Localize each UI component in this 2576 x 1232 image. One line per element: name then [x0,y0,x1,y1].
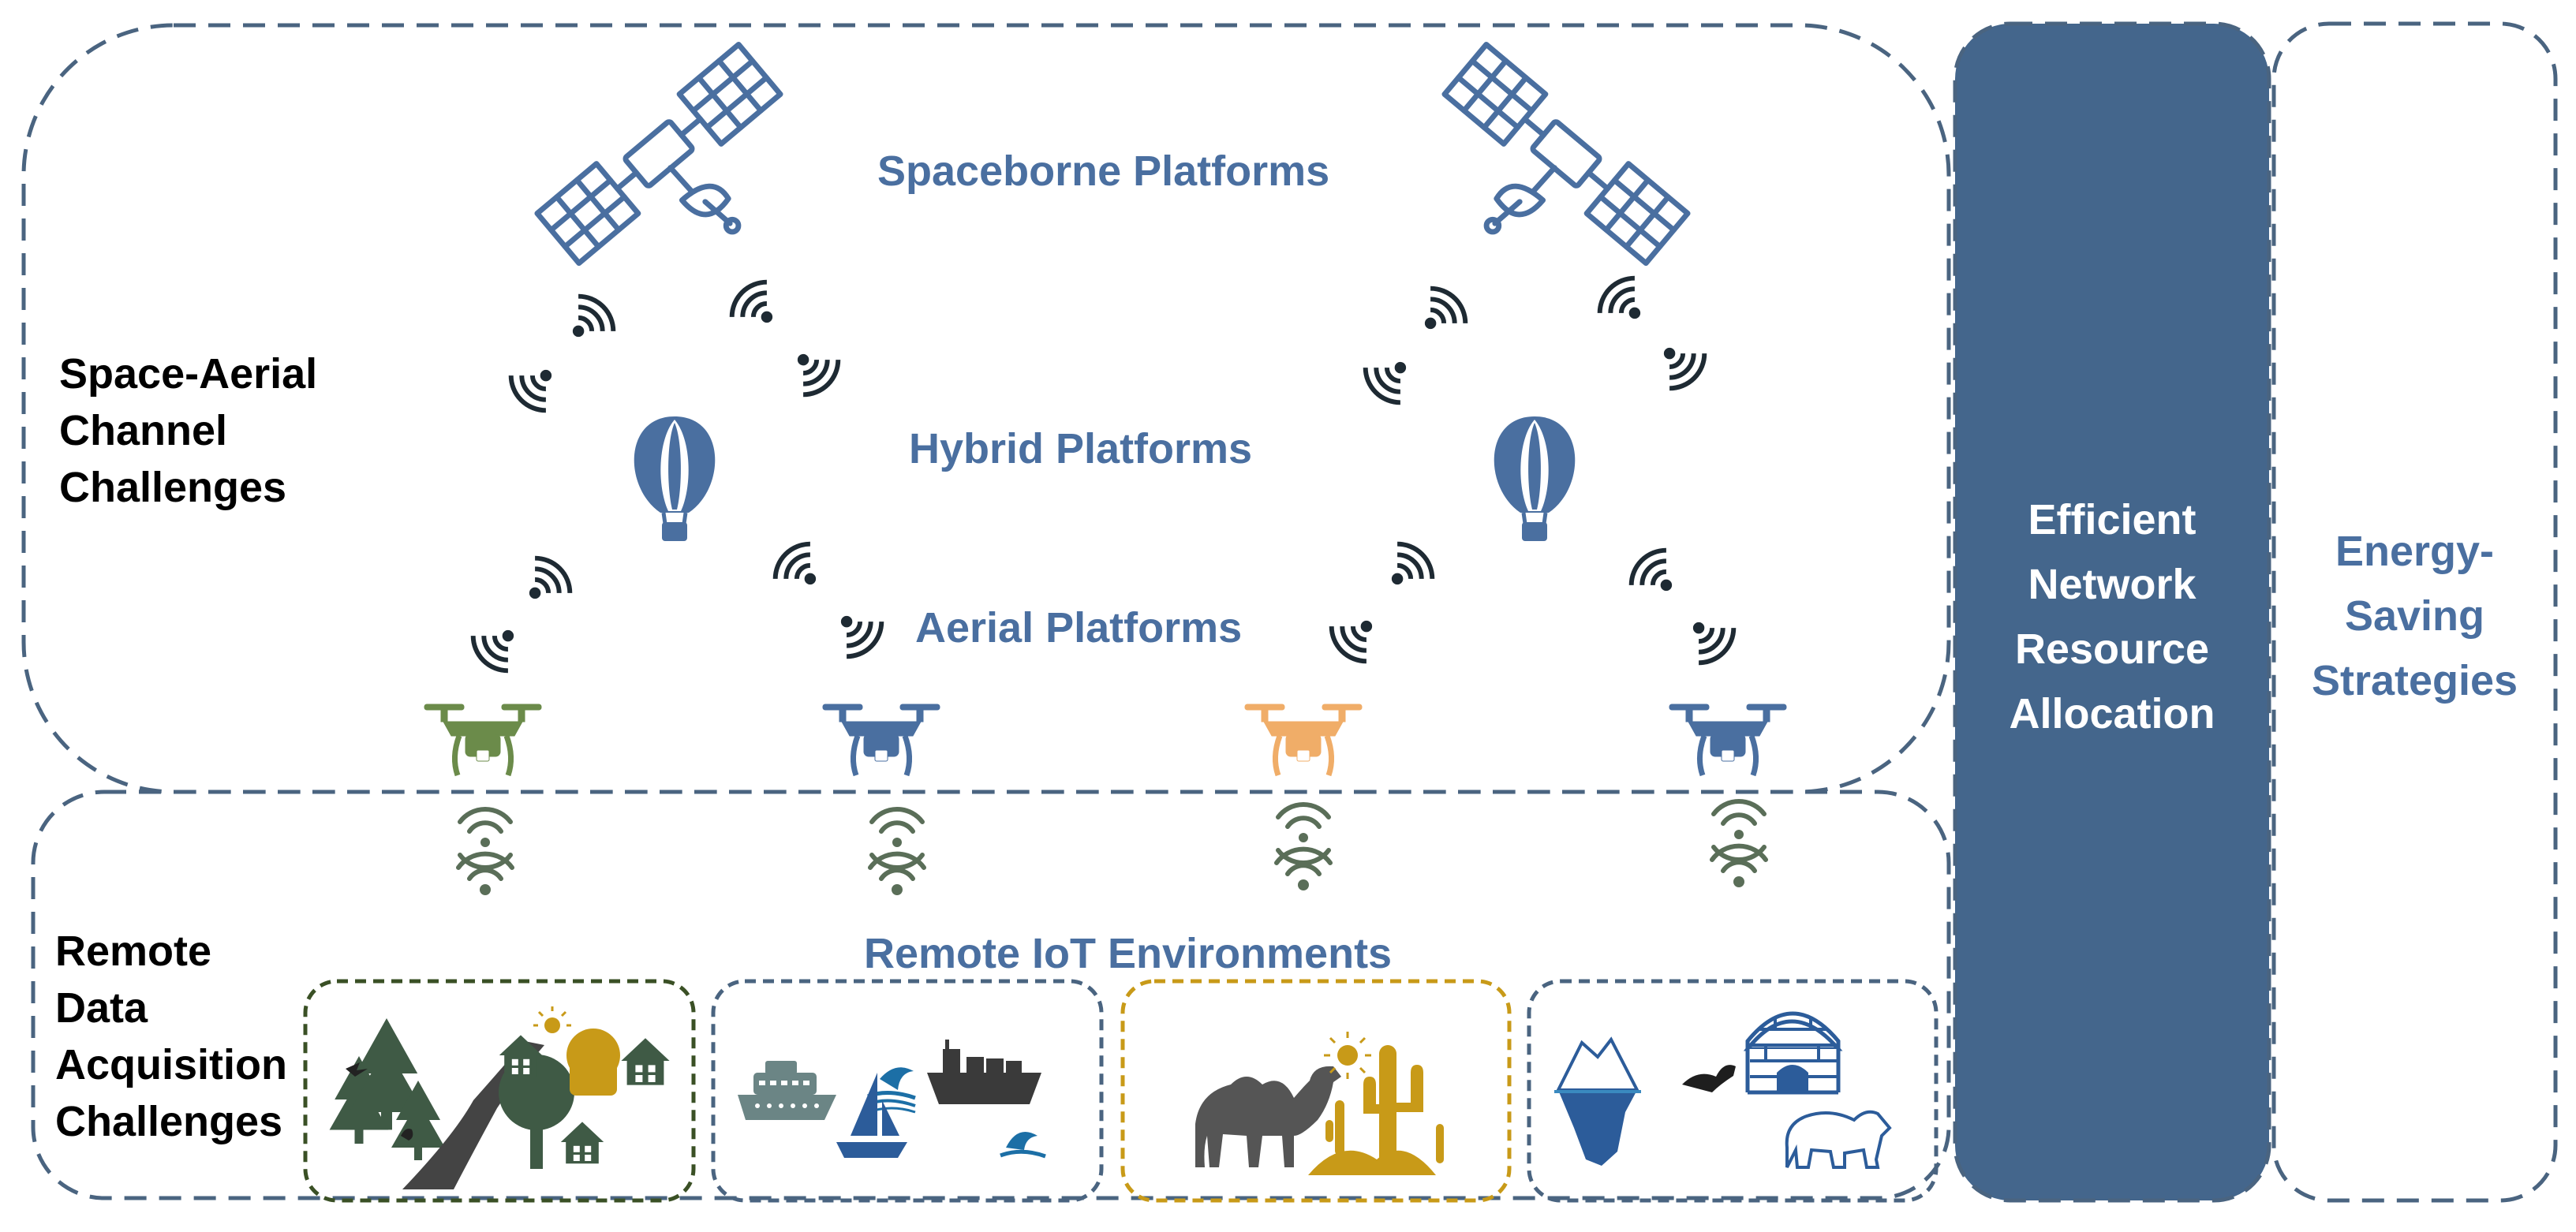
remote-iot-environments-label: Remote IoT Environments [864,930,1393,977]
label-line: Resource [2014,625,2210,673]
energy-saving-strategies-label: Energy- Saving Strategies [2274,519,2555,713]
space-aerial-channel-challenges-label: Space-Aerial Channel Challenges [59,345,317,516]
signal-waves-icon [732,282,772,323]
signal-waves-icon [1600,278,1640,319]
signal-waves-icon [529,558,570,599]
satellite-icon [1445,44,1688,263]
signal-waves-icon [798,354,838,394]
signal-waves-icon [473,630,514,670]
wifi-icon [868,807,926,895]
drone-icon [1245,704,1362,775]
signal-waves-icon [1664,348,1704,388]
label-line: Challenges [55,1098,283,1145]
signal-waves-icon [1632,551,1672,591]
signal-waves-icon [573,297,613,337]
label-line: Challenges [59,464,287,511]
remote-data-region [31,790,1951,1200]
signal-waves-icon [1392,544,1432,584]
drone-icon [1669,704,1786,775]
efficient-network-panel [1953,21,2271,1203]
label-line: Network [2028,561,2197,608]
signal-waves-icon [511,370,551,410]
energy-saving-panel [2271,21,2558,1203]
polar-igloo-icon [1554,1011,1892,1169]
drone-icon [424,704,541,775]
label-line: Channel [59,407,228,454]
wifi-icon [456,807,514,895]
signal-waves-icon [841,616,881,656]
signal-waves-icon [1425,289,1465,329]
wifi-icon [1710,799,1768,887]
label-line: Strategies [2311,657,2518,704]
label-line: Remote [55,928,212,975]
aerial-platforms-label: Aerial Platforms [915,604,1243,651]
forest-village-icon [329,1006,670,1189]
wifi-icon [1274,802,1333,890]
label-line: Allocation [2009,690,2215,737]
drone-icon [823,704,940,775]
spaceborne-platforms-label: Spaceborne Platforms [877,147,1330,195]
label-line: Saving [2344,592,2485,640]
desert-camel-icon [1195,1032,1444,1175]
hot-air-balloon-icon [1494,416,1576,541]
label-line: Acquisition [55,1041,287,1088]
label-line: Data [55,984,148,1032]
signal-waves-icon [1366,362,1406,402]
hot-air-balloon-icon [634,416,716,541]
hybrid-platforms-label: Hybrid Platforms [909,425,1253,472]
ocean-ships-icon [738,1040,1046,1159]
label-line: Efficient [2028,496,2197,543]
signal-waves-icon [776,544,816,584]
label-line: Energy- [2335,528,2495,575]
label-line: Space-Aerial [59,350,318,398]
remote-data-acquisition-challenges-label: Remote Data Acquisition Challenges [55,923,287,1150]
signal-waves-icon [1693,622,1733,663]
satellite-icon [537,44,780,263]
efficient-network-resource-allocation-label: Efficient Network Resource Allocation [1955,487,2269,746]
signal-waves-icon [1332,621,1372,661]
polar-environment-box [1527,979,1939,1203]
